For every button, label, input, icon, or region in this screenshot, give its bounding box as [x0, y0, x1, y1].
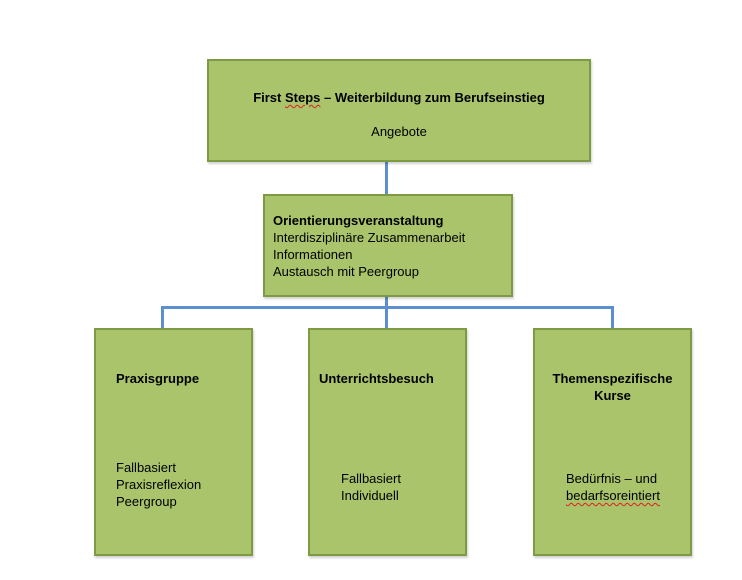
child-node-line: Fallbasiert	[116, 460, 176, 475]
connector-to-unterrichtsbesuch	[385, 306, 388, 328]
middle-node-orientierungsveranstaltung: Orientierungsveranstaltung Interdiszipli…	[263, 194, 513, 297]
child-node-line: Bedürfnis – und	[566, 471, 658, 486]
root-node-subtitle: Angebote	[371, 124, 427, 139]
root-node-title: First Steps – Weiterbildung zum Berufsei…	[209, 89, 589, 106]
child-node-misspelled-word: bedarfsoreintiert	[566, 488, 660, 503]
child-node-unterrichtsbesuch: Unterrichtsbesuch Fallbasiert Individuel…	[308, 328, 467, 556]
middle-node-line: Informationen	[273, 247, 353, 262]
child-node-praxisgruppe: Praxisgruppe Fallbasiert Praxisreflexion…	[94, 328, 253, 556]
root-node-first-steps: First Steps – Weiterbildung zum Berufsei…	[207, 59, 591, 162]
root-title-part2: – Weiterbildung zum Berufseinstieg	[320, 90, 545, 105]
middle-node-line: Austausch mit Peergroup	[273, 264, 419, 279]
child-node-line: Fallbasiert	[341, 471, 401, 486]
middle-node-title: Orientierungsveranstaltung	[273, 213, 444, 228]
child-node-line: Praxisreflexion	[116, 477, 202, 492]
child-node-line: bedarfsoreintiert	[566, 487, 660, 504]
root-title-misspelled-word: Steps	[284, 90, 321, 105]
child-node-line: Peergroup	[116, 494, 177, 509]
child-node-title: Unterrichtsbesuch	[319, 371, 434, 386]
child-node-line: Individuell	[341, 488, 399, 503]
connector-root-to-middle	[385, 161, 388, 194]
connector-to-praxisgruppe	[161, 306, 164, 328]
connector-middle-down	[385, 296, 388, 308]
connector-to-themenspezifische-kurse	[611, 306, 614, 328]
child-node-title-line2: Kurse	[594, 388, 631, 403]
child-node-themenspezifische-kurse: Themenspezifische Kurse Bedürfnis – und …	[533, 328, 692, 556]
child-node-title-line1: Themenspezifische	[552, 371, 673, 386]
child-node-title: Praxisgruppe	[116, 371, 200, 386]
root-title-part1: First	[253, 90, 285, 105]
middle-node-line: Interdisziplinäre Zusammenarbeit	[273, 230, 466, 245]
